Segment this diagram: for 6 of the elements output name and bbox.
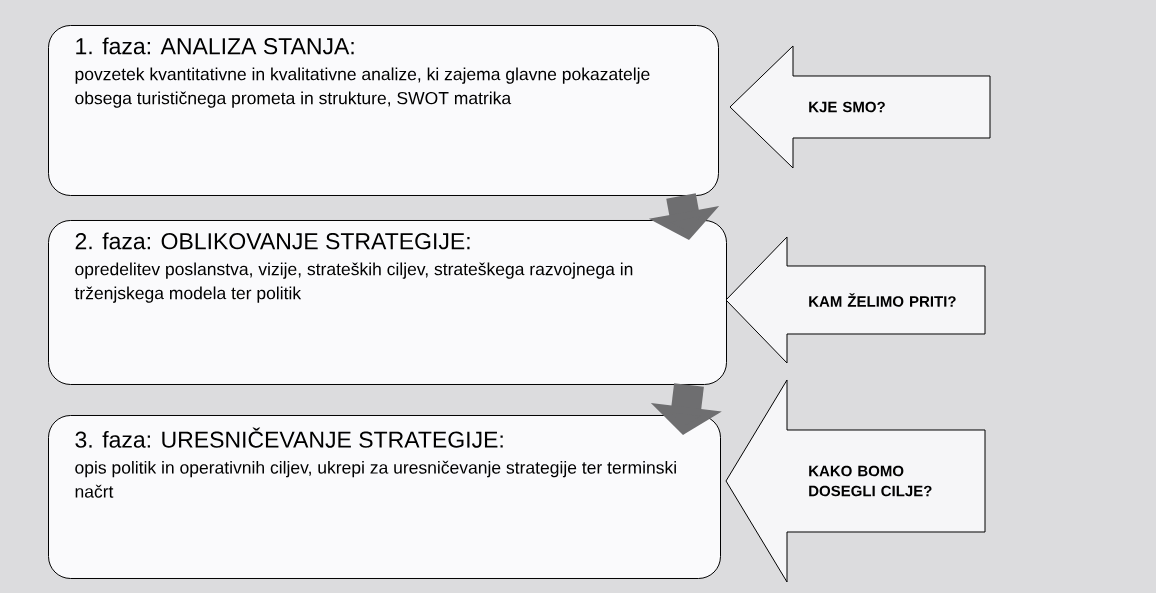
arrow-callout: KAKO BOMO DOSEGLI CILJE? [725,379,986,583]
phase-box: 2. faza: OBLIKOVANJE STRATEGIJE: opredelitev poslanstva, vizije, strateških ciljev, strateškega razvojnega in trženjskega modela ter politik [48,220,727,385]
arrow-callout: KJE SMO? [729,45,991,169]
arrow-callout: KAM ŽELIMO PRITI? [725,236,986,364]
phase-box: 3. faza: URESNIČEVANJE STRATEGIJE: opis politik in operativnih ciljev, ukrepi za uresničevanje strategije ter terminski načrt [48,415,721,579]
phase-box: 1. faza: ANALIZA STANJA: povzetek kvantitativne in kvalitativne analize, ki zajema glavne pokazatelje obsega turističnega prometa in strukture, SWOT matrika [48,25,719,196]
